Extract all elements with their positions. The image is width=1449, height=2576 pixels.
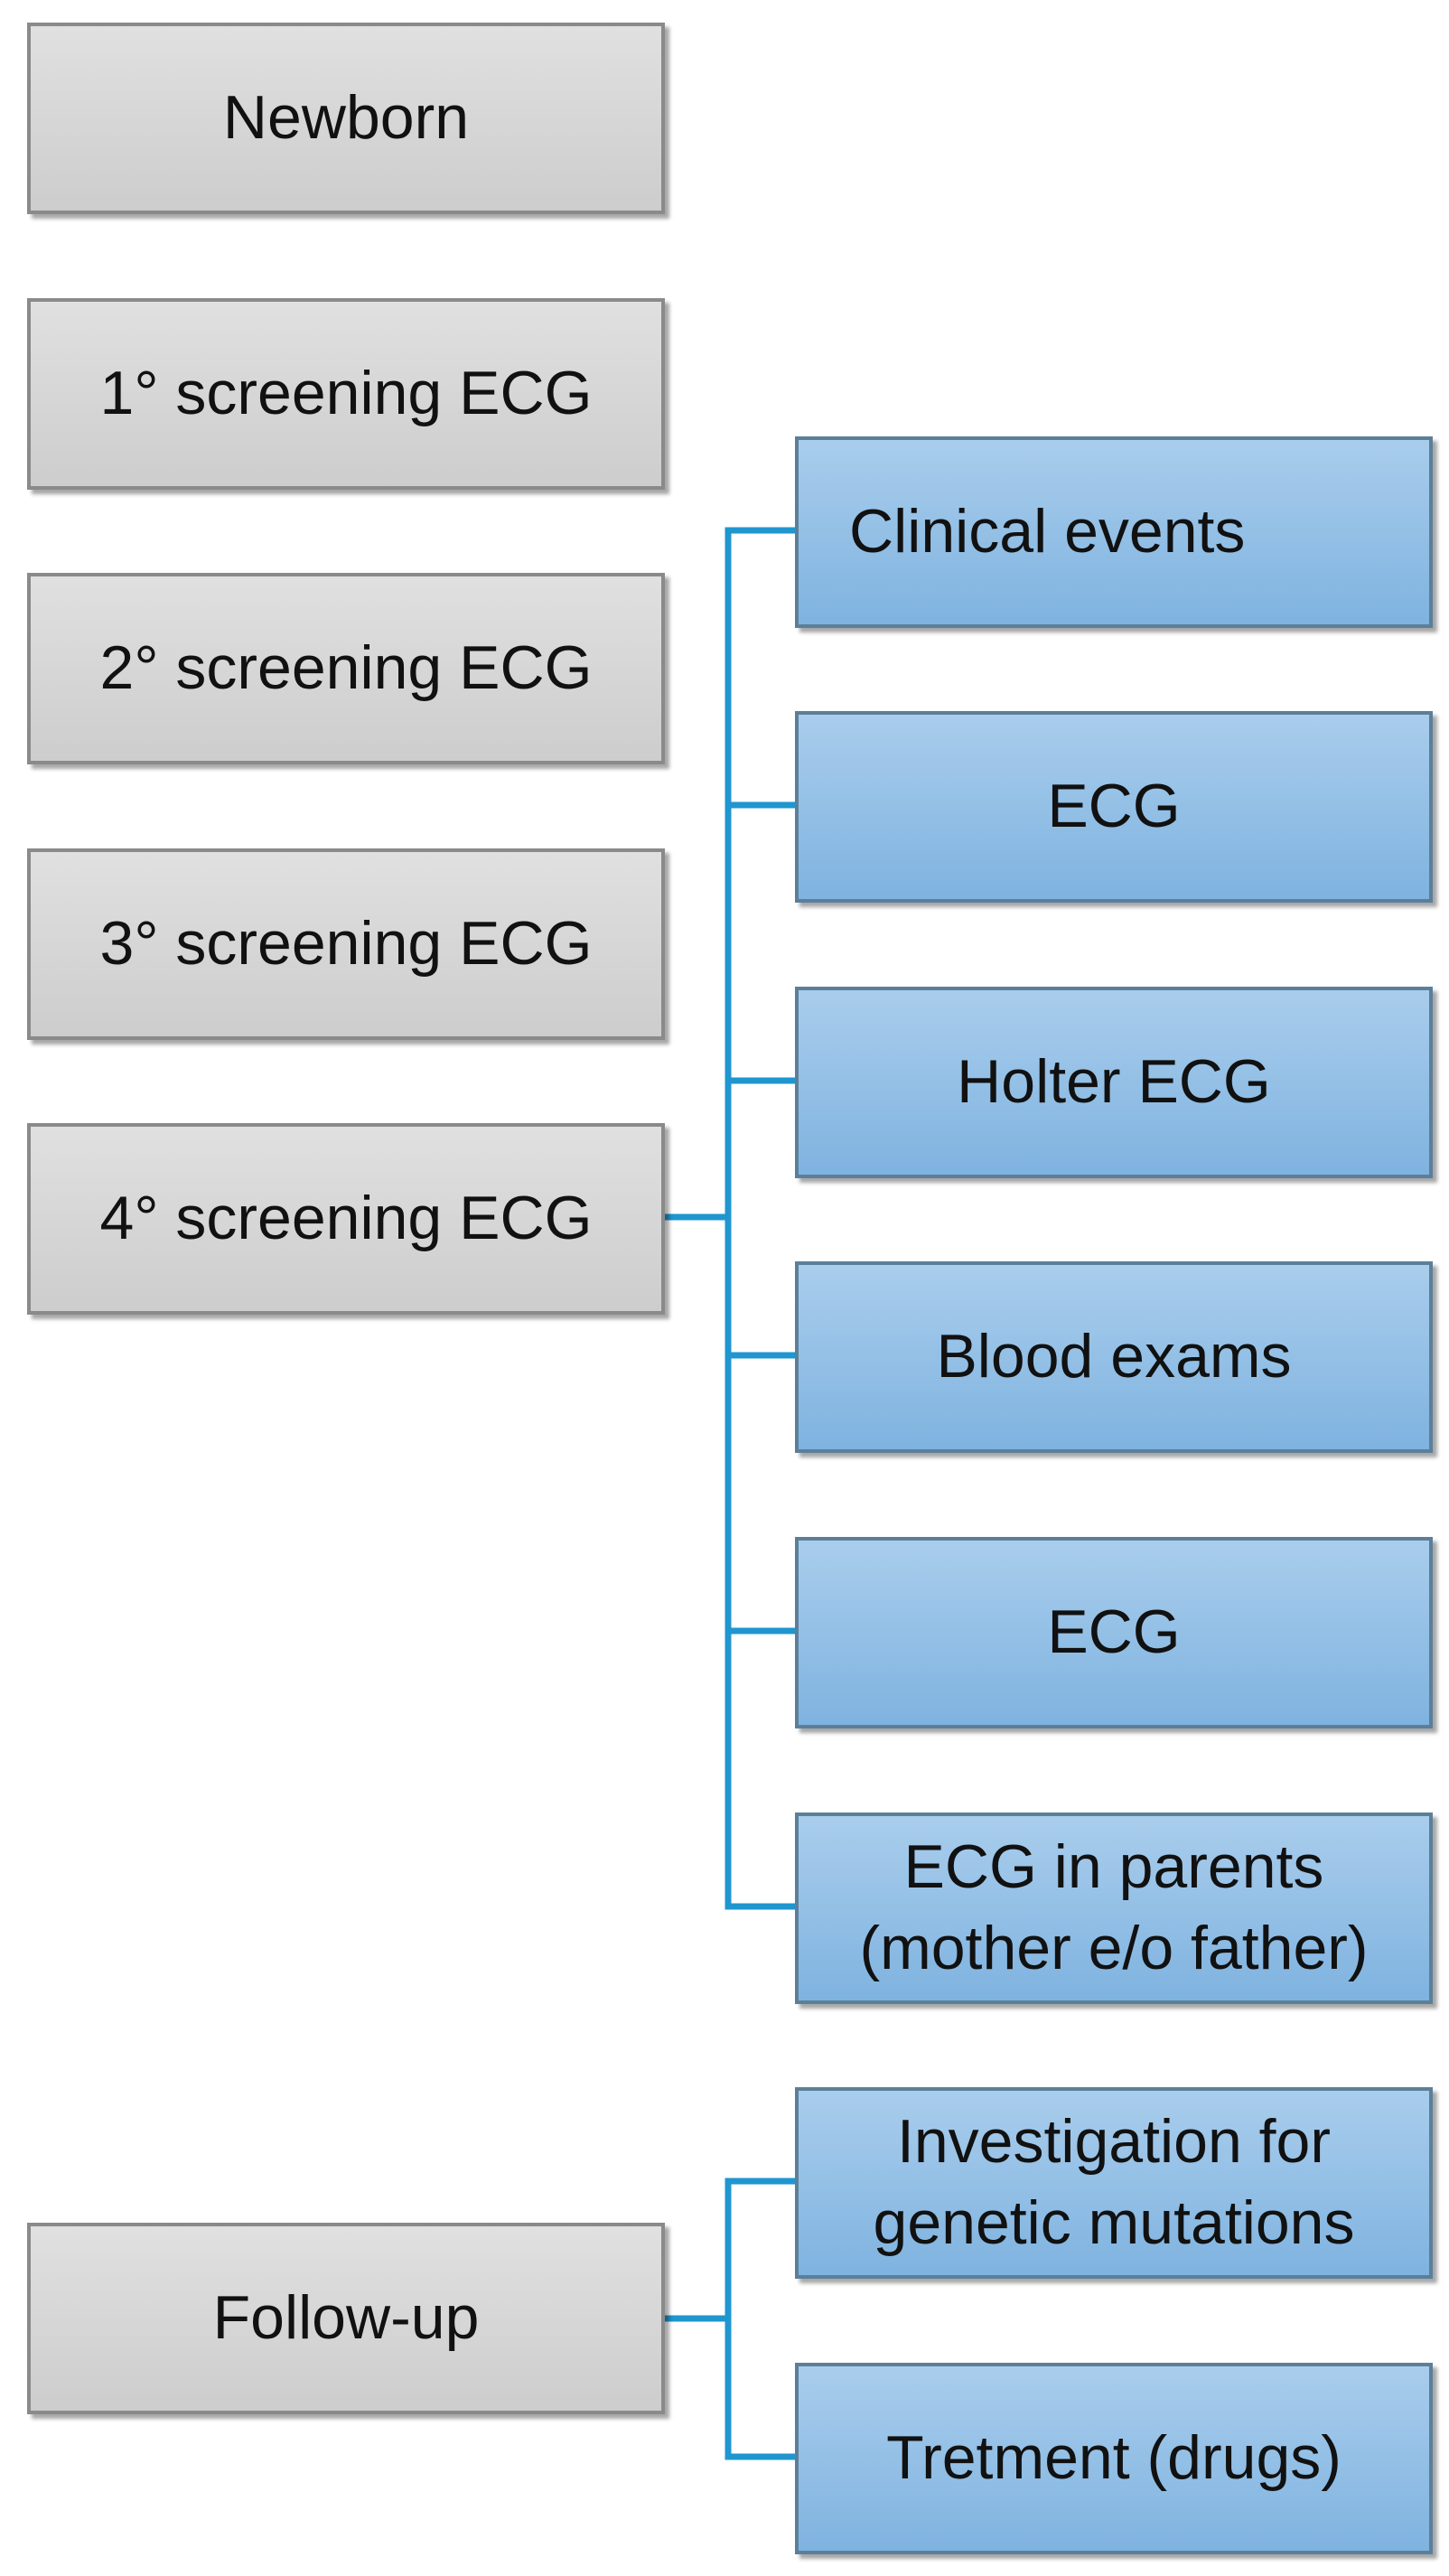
detail-holter-ecg: Holter ECG bbox=[795, 987, 1433, 1178]
detail-clinical-events: Clinical events bbox=[795, 436, 1433, 628]
detail-ecg: ECG bbox=[795, 711, 1433, 903]
stage-screening-1: 1° screening ECG bbox=[27, 298, 665, 490]
detail-treatment: Tretment (drugs) bbox=[795, 2363, 1433, 2554]
detail-genetic-investigation: Investigation for genetic mutations bbox=[795, 2087, 1433, 2279]
detail-ecg-repeat: ECG bbox=[795, 1537, 1433, 1728]
detail-blood-exams: Blood exams bbox=[795, 1261, 1433, 1453]
stage-newborn: Newborn bbox=[27, 23, 665, 214]
stage-screening-2: 2° screening ECG bbox=[27, 573, 665, 764]
stage-follow-up: Follow-up bbox=[27, 2223, 665, 2414]
detail-ecg-in-parents: ECG in parents (mother e/o father) bbox=[795, 1813, 1433, 2004]
stage-screening-3: 3° screening ECG bbox=[27, 848, 665, 1040]
stage-screening-4: 4° screening ECG bbox=[27, 1123, 665, 1315]
